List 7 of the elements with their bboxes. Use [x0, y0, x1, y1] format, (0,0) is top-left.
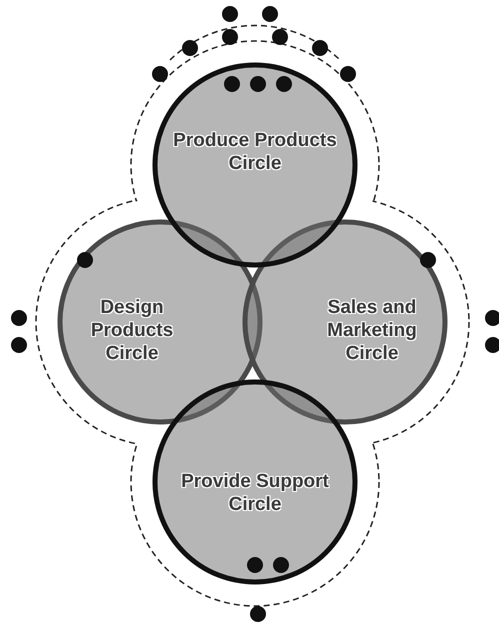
venn-circle [150, 60, 360, 270]
circle-label: Design Products Circle [90, 296, 174, 364]
venn-circle [150, 377, 360, 587]
venn-circle [240, 217, 450, 427]
circle-label: Sales and Marketing Circle [326, 296, 418, 364]
circle-label: Provide Support Circle [180, 470, 330, 516]
circle-label: Produce Products Circle [172, 129, 338, 175]
